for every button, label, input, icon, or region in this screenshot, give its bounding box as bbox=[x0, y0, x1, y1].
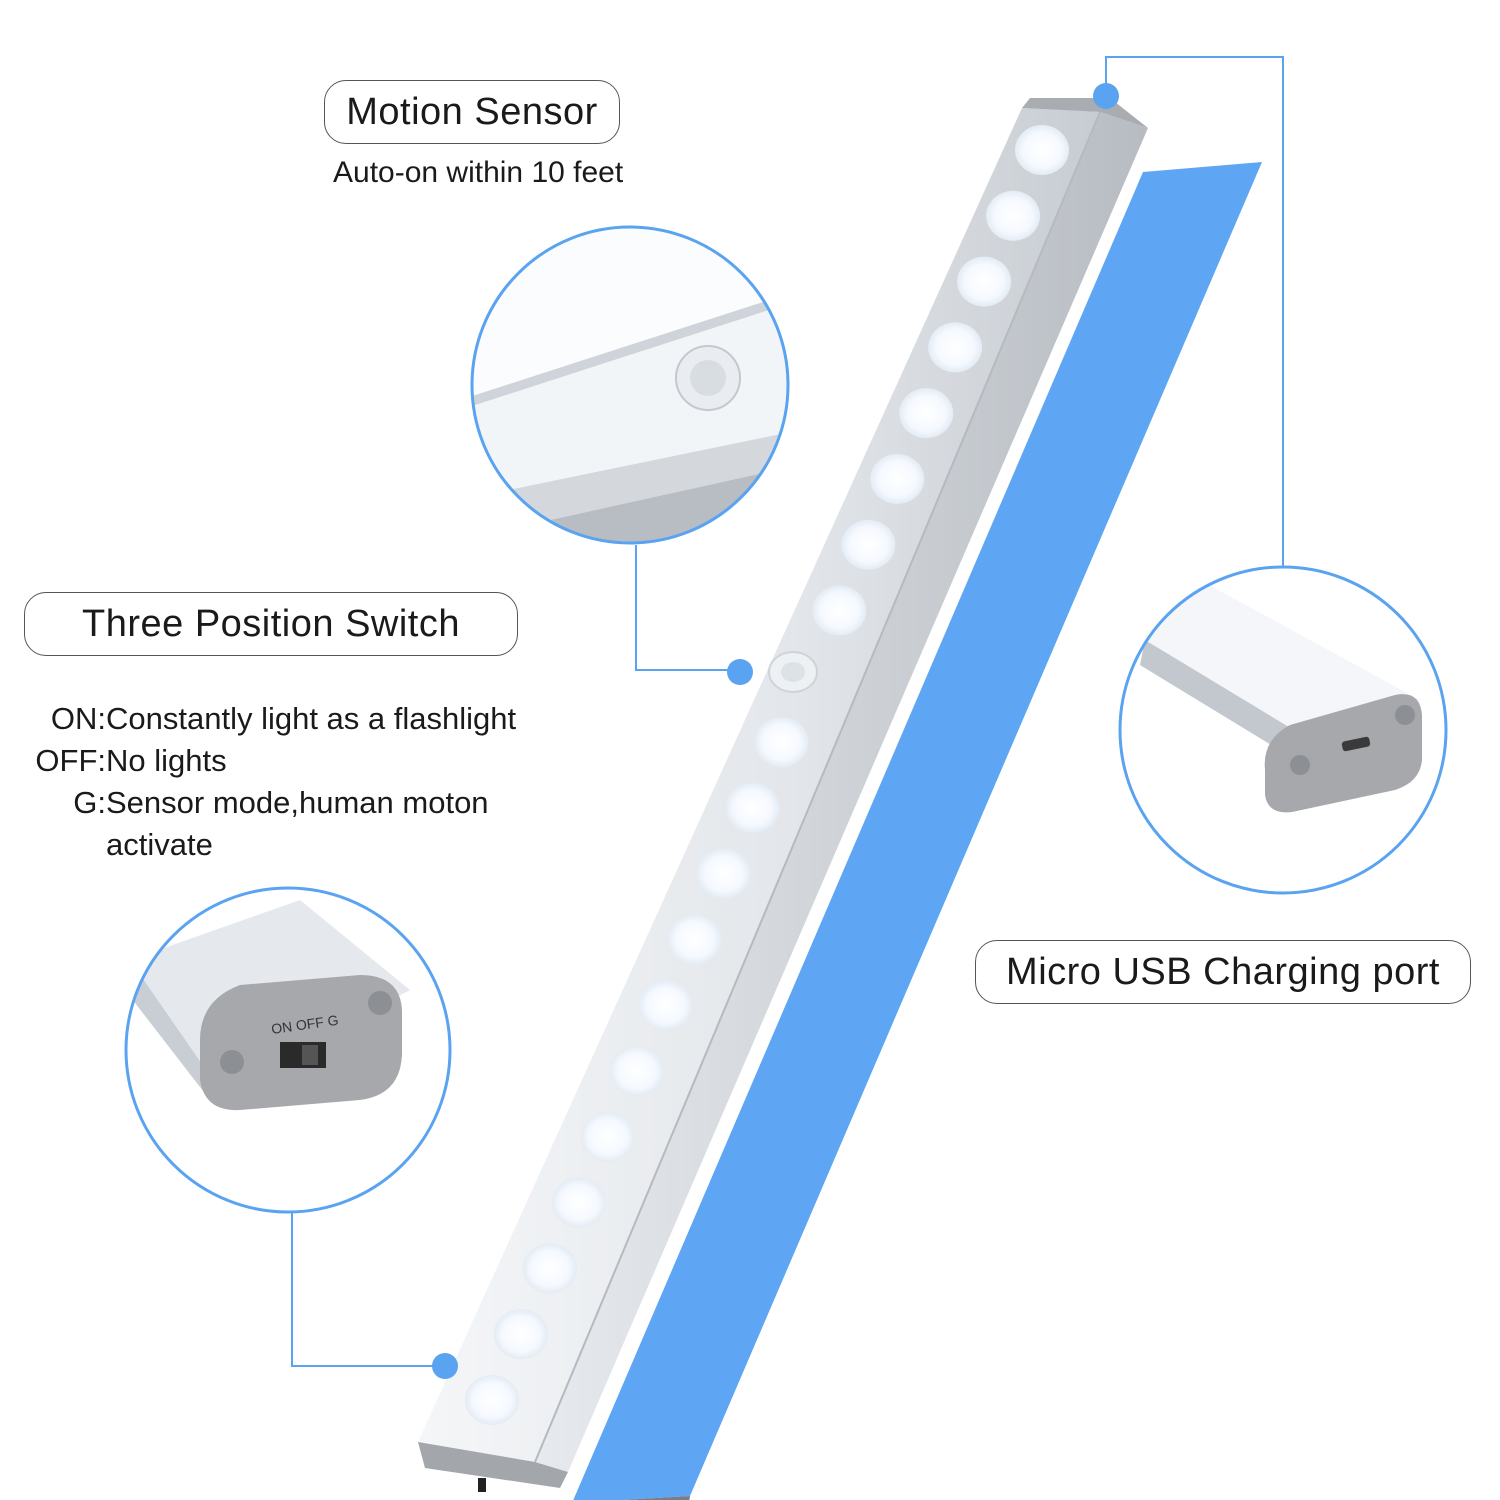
led-dot bbox=[551, 1177, 606, 1228]
sensor-zoom-circle bbox=[470, 225, 790, 545]
led-dot bbox=[609, 1046, 664, 1097]
led-dot bbox=[465, 1375, 519, 1425]
led-dot bbox=[725, 782, 780, 833]
led-dot bbox=[580, 1111, 635, 1162]
led-dot bbox=[522, 1243, 577, 1294]
led-dot bbox=[696, 848, 751, 899]
switch-label: Three Position Switch bbox=[24, 592, 518, 656]
led-dot bbox=[870, 453, 925, 504]
mode-on-key: ON: bbox=[50, 701, 106, 736]
motion-sensor-label: Motion Sensor bbox=[324, 80, 620, 144]
usb-title: Micro USB Charging port bbox=[1006, 950, 1440, 993]
mode-g-key: G: bbox=[73, 785, 106, 820]
led-dot bbox=[1015, 125, 1069, 175]
motion-sensor-title: Motion Sensor bbox=[346, 90, 598, 133]
mode-g-cont: activate bbox=[30, 824, 213, 866]
mode-g-desc: Sensor mode,human moton bbox=[106, 785, 489, 820]
mode-g-cont-desc: activate bbox=[106, 827, 213, 862]
mode-on: ON:Constantly light as a flashlight bbox=[30, 698, 516, 740]
usb-label: Micro USB Charging port bbox=[975, 940, 1471, 1004]
motion-sensor-subtitle: Auto-on within 10 feet bbox=[333, 156, 624, 189]
switch-nub bbox=[478, 1478, 486, 1492]
led-dot bbox=[957, 256, 1012, 307]
switch-title: Three Position Switch bbox=[82, 602, 460, 645]
led-dot bbox=[986, 190, 1041, 241]
mode-off-desc: No lights bbox=[106, 743, 227, 778]
switch-zoom-circle: ON OFF G bbox=[124, 886, 452, 1214]
led-dot bbox=[754, 717, 809, 768]
led-dot bbox=[928, 322, 983, 373]
mode-off-key: OFF: bbox=[35, 743, 106, 778]
led-dot bbox=[899, 388, 954, 439]
mode-on-desc: Constantly light as a flashlight bbox=[106, 701, 517, 736]
led-dot bbox=[667, 914, 722, 965]
led-dot bbox=[638, 980, 693, 1031]
mode-g: G:Sensor mode,human moton bbox=[30, 782, 489, 824]
led-array bbox=[465, 125, 1069, 1425]
connector-lines bbox=[291, 56, 1284, 1367]
pir-sensor-icon bbox=[768, 651, 818, 693]
mode-off: OFF:No lights bbox=[30, 740, 227, 782]
usb-zoom-circle bbox=[1118, 565, 1448, 895]
led-dot bbox=[841, 519, 896, 570]
led-dot bbox=[493, 1309, 548, 1360]
adhesive-tape bbox=[573, 162, 1262, 1500]
micro-usb-port-icon bbox=[1341, 736, 1371, 752]
connector-dot-icon bbox=[432, 83, 1119, 1379]
led-dot bbox=[812, 585, 867, 636]
